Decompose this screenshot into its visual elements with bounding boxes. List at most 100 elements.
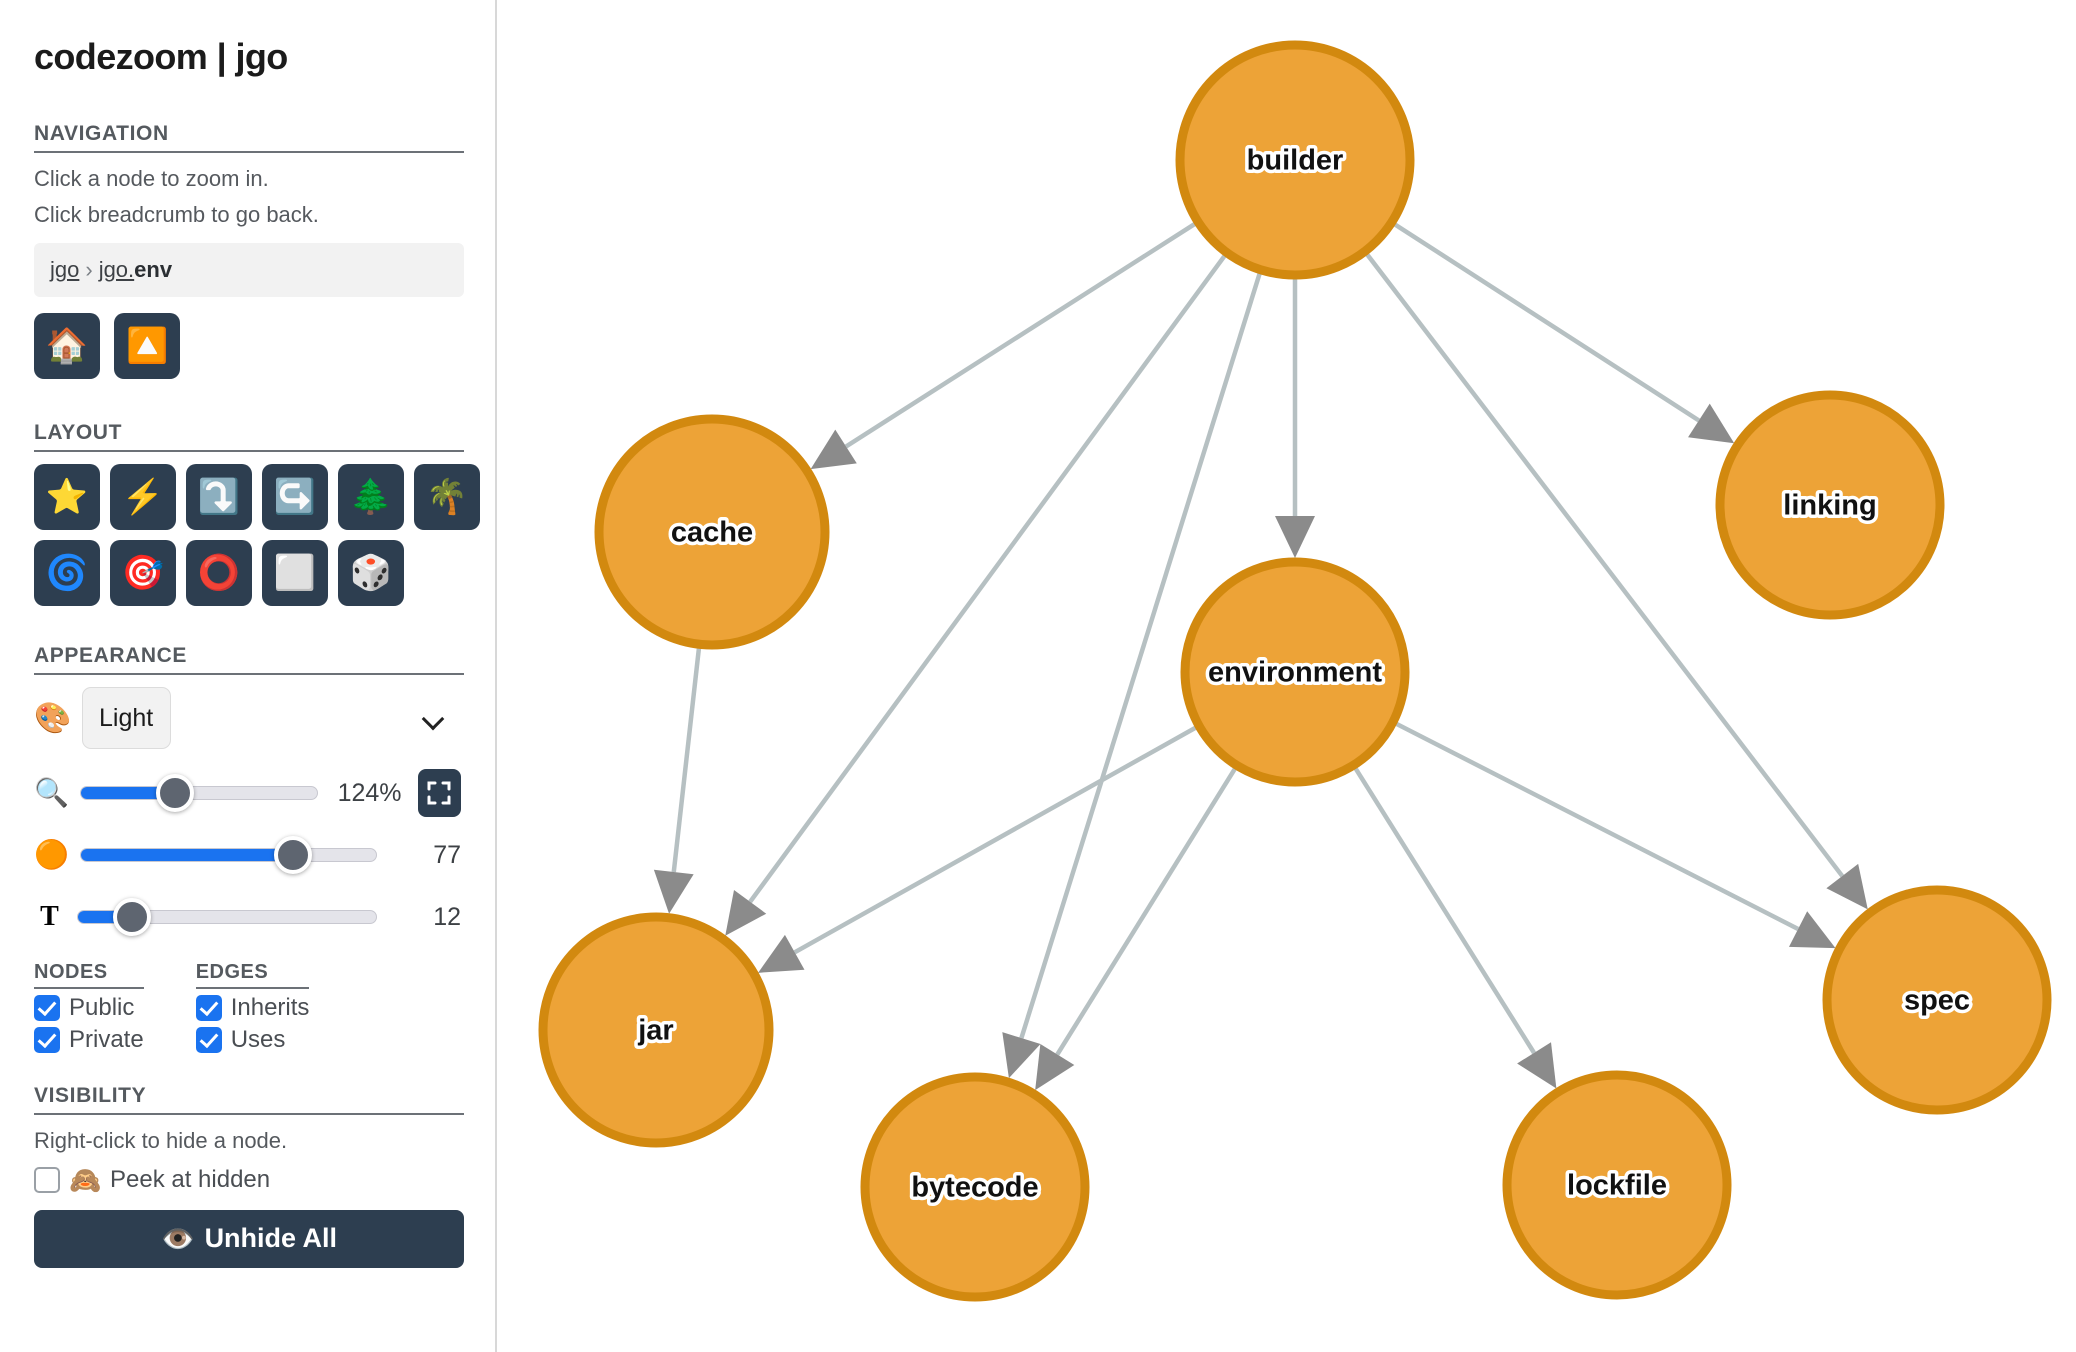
font-size-slider[interactable] — [76, 898, 377, 937]
graph-node-environment[interactable]: environment — [1180, 557, 1410, 787]
orange-circle-icon: 🟠 — [34, 839, 69, 871]
graph-edge-arrowhead — [1826, 863, 1868, 910]
filter-edge-uses-label: Uses — [230, 1026, 286, 1054]
layout-star-button[interactable]: ⭐ — [34, 464, 100, 531]
star-icon: ⭐ — [45, 478, 89, 517]
checkbox-private[interactable] — [34, 1027, 60, 1054]
visibility-section-heading: Visibility — [34, 1084, 464, 1116]
visibility-hint: Right-click to hide a node. — [34, 1128, 288, 1154]
eye-icon: 👁️ — [160, 1223, 195, 1254]
node-size-slider[interactable] — [80, 836, 377, 875]
graph-node-circle[interactable] — [1822, 885, 2052, 1115]
graph-node-circle[interactable] — [1180, 557, 1410, 787]
filter-node-public-label: Public — [69, 994, 135, 1022]
layout-hierarchical-down-button[interactable]: ⤵️ — [186, 464, 252, 531]
graph-node-label: environment — [1208, 657, 1382, 689]
arrow-down-right-icon: ⤵️ — [197, 478, 241, 517]
graph-node-circle[interactable] — [1175, 40, 1415, 280]
graph-edge — [844, 221, 1198, 449]
graph-edge — [1055, 765, 1238, 1056]
graph-node-cache[interactable]: cache — [594, 414, 830, 650]
fit-to-screen-button[interactable] — [417, 769, 461, 818]
nodes-filter-column: Nodes Public Private — [34, 961, 144, 1058]
layout-radial-button[interactable]: 🎯 — [110, 540, 176, 607]
dart-target-icon: 🎯 — [121, 554, 165, 593]
edges-filter-heading: Edges — [195, 961, 310, 990]
up-button[interactable]: 🔼 — [114, 313, 181, 380]
filter-edge-inherits[interactable]: Inherits — [195, 994, 309, 1022]
graph-edge — [793, 724, 1199, 955]
checkbox-public[interactable] — [34, 995, 60, 1022]
lightning-icon: ⚡ — [121, 478, 165, 517]
graph-node-circle[interactable] — [860, 1072, 1090, 1302]
graph-node-circle[interactable] — [594, 414, 830, 650]
filter-node-public[interactable]: Public — [34, 994, 144, 1022]
checkbox-peek-at-hidden[interactable] — [34, 1166, 60, 1193]
filter-node-private-label: Private — [69, 1026, 144, 1054]
text-size-icon: T — [40, 901, 59, 933]
layout-spiral-button[interactable]: 🌀 — [34, 540, 100, 607]
unhide-all-button[interactable]: 👁️ Unhide All — [34, 1209, 464, 1268]
graph-edge-arrowhead — [810, 429, 857, 470]
graph-node-circle[interactable] — [1715, 390, 1945, 620]
filters: Nodes Public Private Edges Inherits — [34, 961, 461, 1058]
graph-node-bytecode[interactable]: bytecode — [860, 1072, 1090, 1302]
layout-loop-button[interactable]: ↪️ — [262, 464, 328, 531]
filter-node-private[interactable]: Private — [34, 1026, 144, 1054]
home-button[interactable]: 🏠 — [34, 313, 100, 380]
graph-edge-arrowhead — [1275, 516, 1315, 558]
zoom-slider[interactable] — [80, 774, 318, 813]
appearance-section-heading: Appearance — [34, 644, 464, 676]
checkbox-uses[interactable] — [195, 1027, 222, 1054]
theme-select[interactable]: Light — [82, 687, 171, 750]
graph-node-circle[interactable] — [538, 912, 774, 1148]
breadcrumb-current-label: env — [134, 257, 173, 283]
graph-edge-arrowhead — [1035, 1043, 1075, 1091]
graph-edge-arrowhead — [725, 890, 767, 936]
house-icon: 🏠 — [45, 327, 89, 366]
graph-node-label: linking — [1783, 490, 1876, 522]
graph-node-spec[interactable]: spec — [1822, 885, 2052, 1115]
breadcrumb-current-link[interactable]: jgo. — [98, 257, 135, 283]
graph-node-label: cache — [671, 517, 753, 549]
checkbox-inherits[interactable] — [195, 995, 222, 1022]
layout-circle-button[interactable]: ⭕ — [186, 540, 252, 607]
layout-section-heading: Layout — [34, 421, 464, 453]
graph-edge-arrowhead — [653, 869, 694, 914]
peek-at-hidden-row[interactable]: 🙈 Peek at hidden — [34, 1166, 461, 1194]
white-square-icon: ⬜ — [273, 554, 317, 593]
layout-tree-button[interactable]: 🌲 — [338, 464, 404, 531]
zoom-slider-row: 🔍 124% — [34, 769, 461, 818]
see-no-evil-monkey-icon: 🙈 — [69, 1164, 102, 1195]
layout-palm-button[interactable]: 🌴 — [414, 464, 480, 531]
zoom-slider-knob[interactable] — [156, 774, 195, 813]
font-size-slider-knob[interactable] — [112, 898, 151, 937]
breadcrumb-separator: › — [85, 257, 93, 283]
fit-screen-icon — [427, 781, 451, 805]
die-icon: 🎲 — [349, 554, 393, 593]
graph-edge — [671, 646, 702, 873]
graph-node-jar[interactable]: jar — [538, 912, 774, 1148]
graph-node-label: jar — [637, 1015, 673, 1047]
graph-node-circle[interactable] — [1502, 1070, 1732, 1300]
node-size-slider-knob[interactable] — [274, 836, 313, 875]
breadcrumb[interactable]: jgo›jgo.env — [34, 243, 464, 298]
graph-node-linking[interactable]: linking — [1715, 390, 1945, 620]
graph-edge — [1352, 765, 1536, 1055]
layout-grid-button[interactable]: ⬜ — [262, 540, 328, 607]
graph-svg[interactable]: builder cache environment linking jar bytecod… — [497, 0, 2076, 1352]
graph-edge — [1019, 271, 1263, 1039]
theme-select-wrapper[interactable]: Light — [82, 687, 461, 750]
node-layer: builder cache environment linking jar bytecod… — [538, 40, 2052, 1302]
layout-random-button[interactable]: 🎲 — [338, 540, 404, 607]
graph-node-label: spec — [1904, 985, 1970, 1017]
layout-fast-button[interactable]: ⚡ — [110, 464, 176, 531]
graph-node-lockfile[interactable]: lockfile — [1502, 1070, 1732, 1300]
font-size-slider-row: T 12 — [34, 895, 461, 939]
graph-canvas[interactable]: builder cache environment linking jar bytecod… — [497, 0, 2076, 1352]
graph-node-builder[interactable]: builder — [1175, 40, 1415, 280]
filter-edge-uses[interactable]: Uses — [195, 1026, 310, 1054]
red-circle-ring-icon: ⭕ — [197, 554, 241, 593]
breadcrumb-root-link[interactable]: jgo — [50, 257, 80, 283]
